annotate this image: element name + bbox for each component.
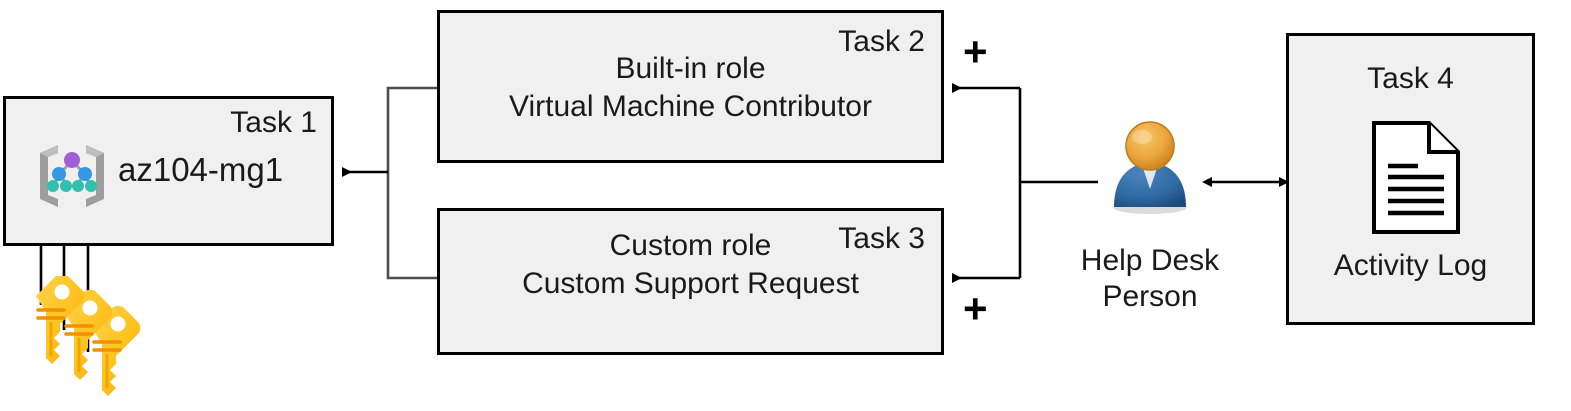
plus-operator-bottom: +: [963, 285, 988, 332]
task2-role-name: Virtual Machine Contributor: [509, 90, 872, 123]
task4-corner-label: Task 4: [1367, 62, 1454, 95]
keys-icon: [20, 273, 141, 406]
plus-operator-top: +: [963, 28, 988, 75]
key-2: [64, 289, 113, 380]
user-icon: [1100, 115, 1200, 215]
task4-box[interactable]: Task 4 Activity Log: [1286, 33, 1535, 325]
key-3: [92, 305, 141, 396]
person-label: Help Desk Person: [1045, 243, 1255, 315]
task3-box[interactable]: Task 3 Custom role Custom Support Reques…: [437, 208, 944, 355]
task2-corner-label: Task 2: [838, 25, 925, 58]
task2-role-type: Built-in role: [615, 52, 766, 85]
task3-role-type: Custom role: [609, 229, 772, 262]
task1-box[interactable]: Task 1: [3, 96, 334, 246]
key-1: [36, 273, 85, 364]
task4-caption: Activity Log: [1333, 249, 1488, 282]
task1-corner-label: Task 1: [230, 106, 317, 139]
task1-resource-name: az104-mg1: [118, 151, 284, 188]
person-label-line1: Help Desk: [1080, 244, 1220, 277]
document-icon: [1371, 120, 1461, 235]
connector-roles-to-mg: [386, 86, 437, 280]
task3-role-name: Custom Support Request: [522, 267, 859, 300]
task3-corner-label: Task 3: [838, 222, 925, 255]
management-group-icon: [32, 141, 112, 211]
person-label-line2: Person: [1102, 280, 1198, 313]
task2-box[interactable]: Task 2 Built-in role Virtual Machine Con…: [437, 10, 944, 163]
